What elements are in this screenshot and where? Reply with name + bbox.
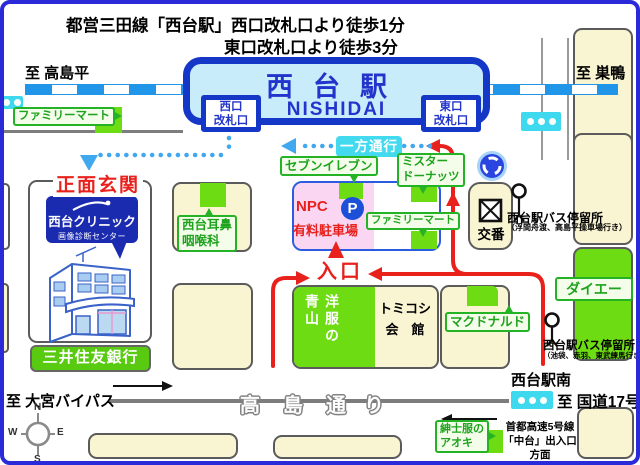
takashima-dori-char3: 通: [326, 395, 346, 417]
clinic-name: 西台クリニック: [48, 215, 136, 229]
parking-type: 有料駐車場: [293, 223, 359, 238]
east-exit-line1: 東口: [439, 101, 463, 113]
east-street-edge-1: [541, 38, 543, 160]
block-east-mid: [573, 133, 633, 245]
aoki-line2: アオキ: [440, 437, 473, 450]
east-exit-gate: 東口 改札口: [421, 95, 481, 132]
daiei-building: [573, 247, 633, 361]
tomikoshi-hall-name: トミコシ 会 館: [372, 299, 438, 341]
police-box-label: 交番: [477, 227, 505, 242]
bus-stop-south-dest: （池袋、赤羽、東武練馬行き）: [543, 351, 640, 360]
familymart-east-text: ファミリーマート: [371, 214, 455, 226]
callout-notch: [417, 227, 428, 237]
compass-n: N: [34, 402, 42, 413]
aoyama-line1: 洋服の: [324, 294, 340, 345]
ent-clinic-line1: 西台耳鼻: [182, 218, 233, 232]
west-exit-gate: 西口 改札口: [201, 95, 261, 132]
roundabout-icon: [477, 151, 507, 181]
aoyama-line2: 青山: [304, 294, 320, 328]
familymart-west-text: ファミリーマート: [18, 110, 110, 122]
block-center-south: [172, 283, 253, 370]
compass-w: W: [8, 427, 18, 438]
takashima-dori-char2: 島: [283, 395, 303, 417]
station-name: 西台駅: [266, 72, 407, 102]
walking-route-arrowhead: [80, 155, 98, 171]
traffic-signal-station-east: [521, 112, 561, 131]
bus-stop-north-name: 西台駅バス停留所: [507, 211, 604, 225]
access-note-line1: 都営三田線「西台駅」西口改札口より徒歩1分: [66, 17, 405, 35]
bus-stop-south-name: 西台駅バス停留所: [543, 340, 635, 352]
block-left-sliver-bottom: [0, 283, 9, 353]
parking-company: NPC: [296, 198, 328, 215]
daiei-text: ダイエー: [566, 281, 622, 297]
ent-clinic-marker: [200, 183, 226, 207]
aoyama-building: [294, 287, 375, 367]
daiei-label: ダイエー: [555, 277, 633, 301]
clinic-sign: 西台クリニック 画像診断センター: [46, 196, 138, 243]
block-bottom-right-corner: [577, 407, 634, 459]
smbc-bank-label: 三井住友銀行: [30, 345, 151, 372]
access-note-line2: 東口改札口より徒歩3分: [224, 39, 398, 57]
takashima-dori-char4: り: [364, 395, 384, 417]
compass-s: S: [34, 454, 41, 465]
block-bottom-2: [273, 435, 402, 459]
shuto-expressway-note: 首都高速5号線 「中台」出入口 方面: [501, 420, 579, 463]
traffic-signal-south: [511, 391, 553, 409]
ent-clinic-line2: 咽喉科: [182, 234, 220, 249]
seven-eleven-marker: [339, 183, 363, 199]
tomikoshi-line1: トミコシ: [378, 301, 431, 316]
callout-notch: [204, 208, 215, 217]
tomikoshi-line2: 会 館: [385, 321, 425, 337]
nishidai-minami-label: 西台駅南: [511, 372, 572, 389]
callout-notch: [487, 431, 496, 442]
one-way-sign: 一方通行: [336, 136, 402, 157]
compass-e: E: [57, 427, 64, 438]
mcdonalds-marker: [467, 286, 498, 306]
ent-clinic-label: 西台耳鼻 咽喉科: [177, 208, 238, 252]
takashima-dori-road: [110, 399, 509, 403]
main-entrance-label: 正面玄関: [53, 170, 144, 197]
takashima-dori-char1: 高: [240, 395, 260, 417]
seven-eleven-text: セブンイレブン: [285, 159, 373, 173]
aoki-label: 紳士服の アオキ: [435, 420, 496, 453]
east-exit-line2: 改札口: [433, 114, 469, 127]
aoki-line1: 紳士服の: [440, 423, 484, 435]
callout-notch: [418, 184, 429, 194]
clinic-logo-swoosh: [72, 200, 111, 211]
mister-donut-label: ミスター ドーナッツ: [397, 153, 465, 194]
west-exit-line2: 改札口: [213, 114, 249, 127]
callout-notch: [349, 174, 360, 184]
seven-eleven-label: セブンイレブン: [280, 156, 378, 184]
to-sugamo: 至 巣鴨: [576, 65, 626, 82]
callout-notch: [503, 305, 514, 314]
parking-entrance-label: 入口: [317, 261, 363, 283]
parking-p-icon: P: [341, 197, 364, 220]
to-omiya-bypass: 至 大宮バイパス: [6, 393, 115, 410]
clinic-subtitle: 画像診断センター: [58, 232, 126, 241]
traffic-signal-west: [0, 96, 23, 109]
shuto-line2: 「中台」出入口: [503, 435, 577, 448]
station-romaji: NISHIDAI: [286, 99, 387, 120]
to-takashimadaira: 至 高島平: [25, 65, 90, 82]
aoyama-store-name: 洋服の 青山: [302, 294, 342, 366]
mcdonalds-text: マクドナルド: [450, 315, 526, 329]
bus-stop-north-dest: （浮間舟渡、高島平操車場行き）: [507, 223, 627, 232]
callout-notch: [113, 111, 122, 122]
mister-donut-line1: ミスター: [402, 156, 448, 168]
block-bottom-1: [88, 433, 238, 459]
familymart-west-label: ファミリーマート: [13, 107, 122, 126]
one-way-arrowhead: [281, 138, 296, 154]
shuto-line3: 方面: [529, 449, 551, 462]
walking-route-dots: [94, 135, 232, 158]
shuto-line1: 首都高速5号線: [505, 421, 575, 433]
east-street-edge-2: [567, 38, 569, 160]
to-route17: 至 国道17号: [557, 394, 640, 411]
block-left-sliver-top: [0, 183, 10, 250]
familymart-east-label: ファミリーマート: [366, 212, 460, 237]
mister-donut-line2: ドーナッツ: [402, 170, 460, 183]
compass-icon: [21, 413, 55, 455]
west-exit-line1: 西口: [219, 101, 243, 113]
mcdonalds-label: マクドナルド: [445, 305, 531, 333]
west-road: [0, 130, 183, 133]
